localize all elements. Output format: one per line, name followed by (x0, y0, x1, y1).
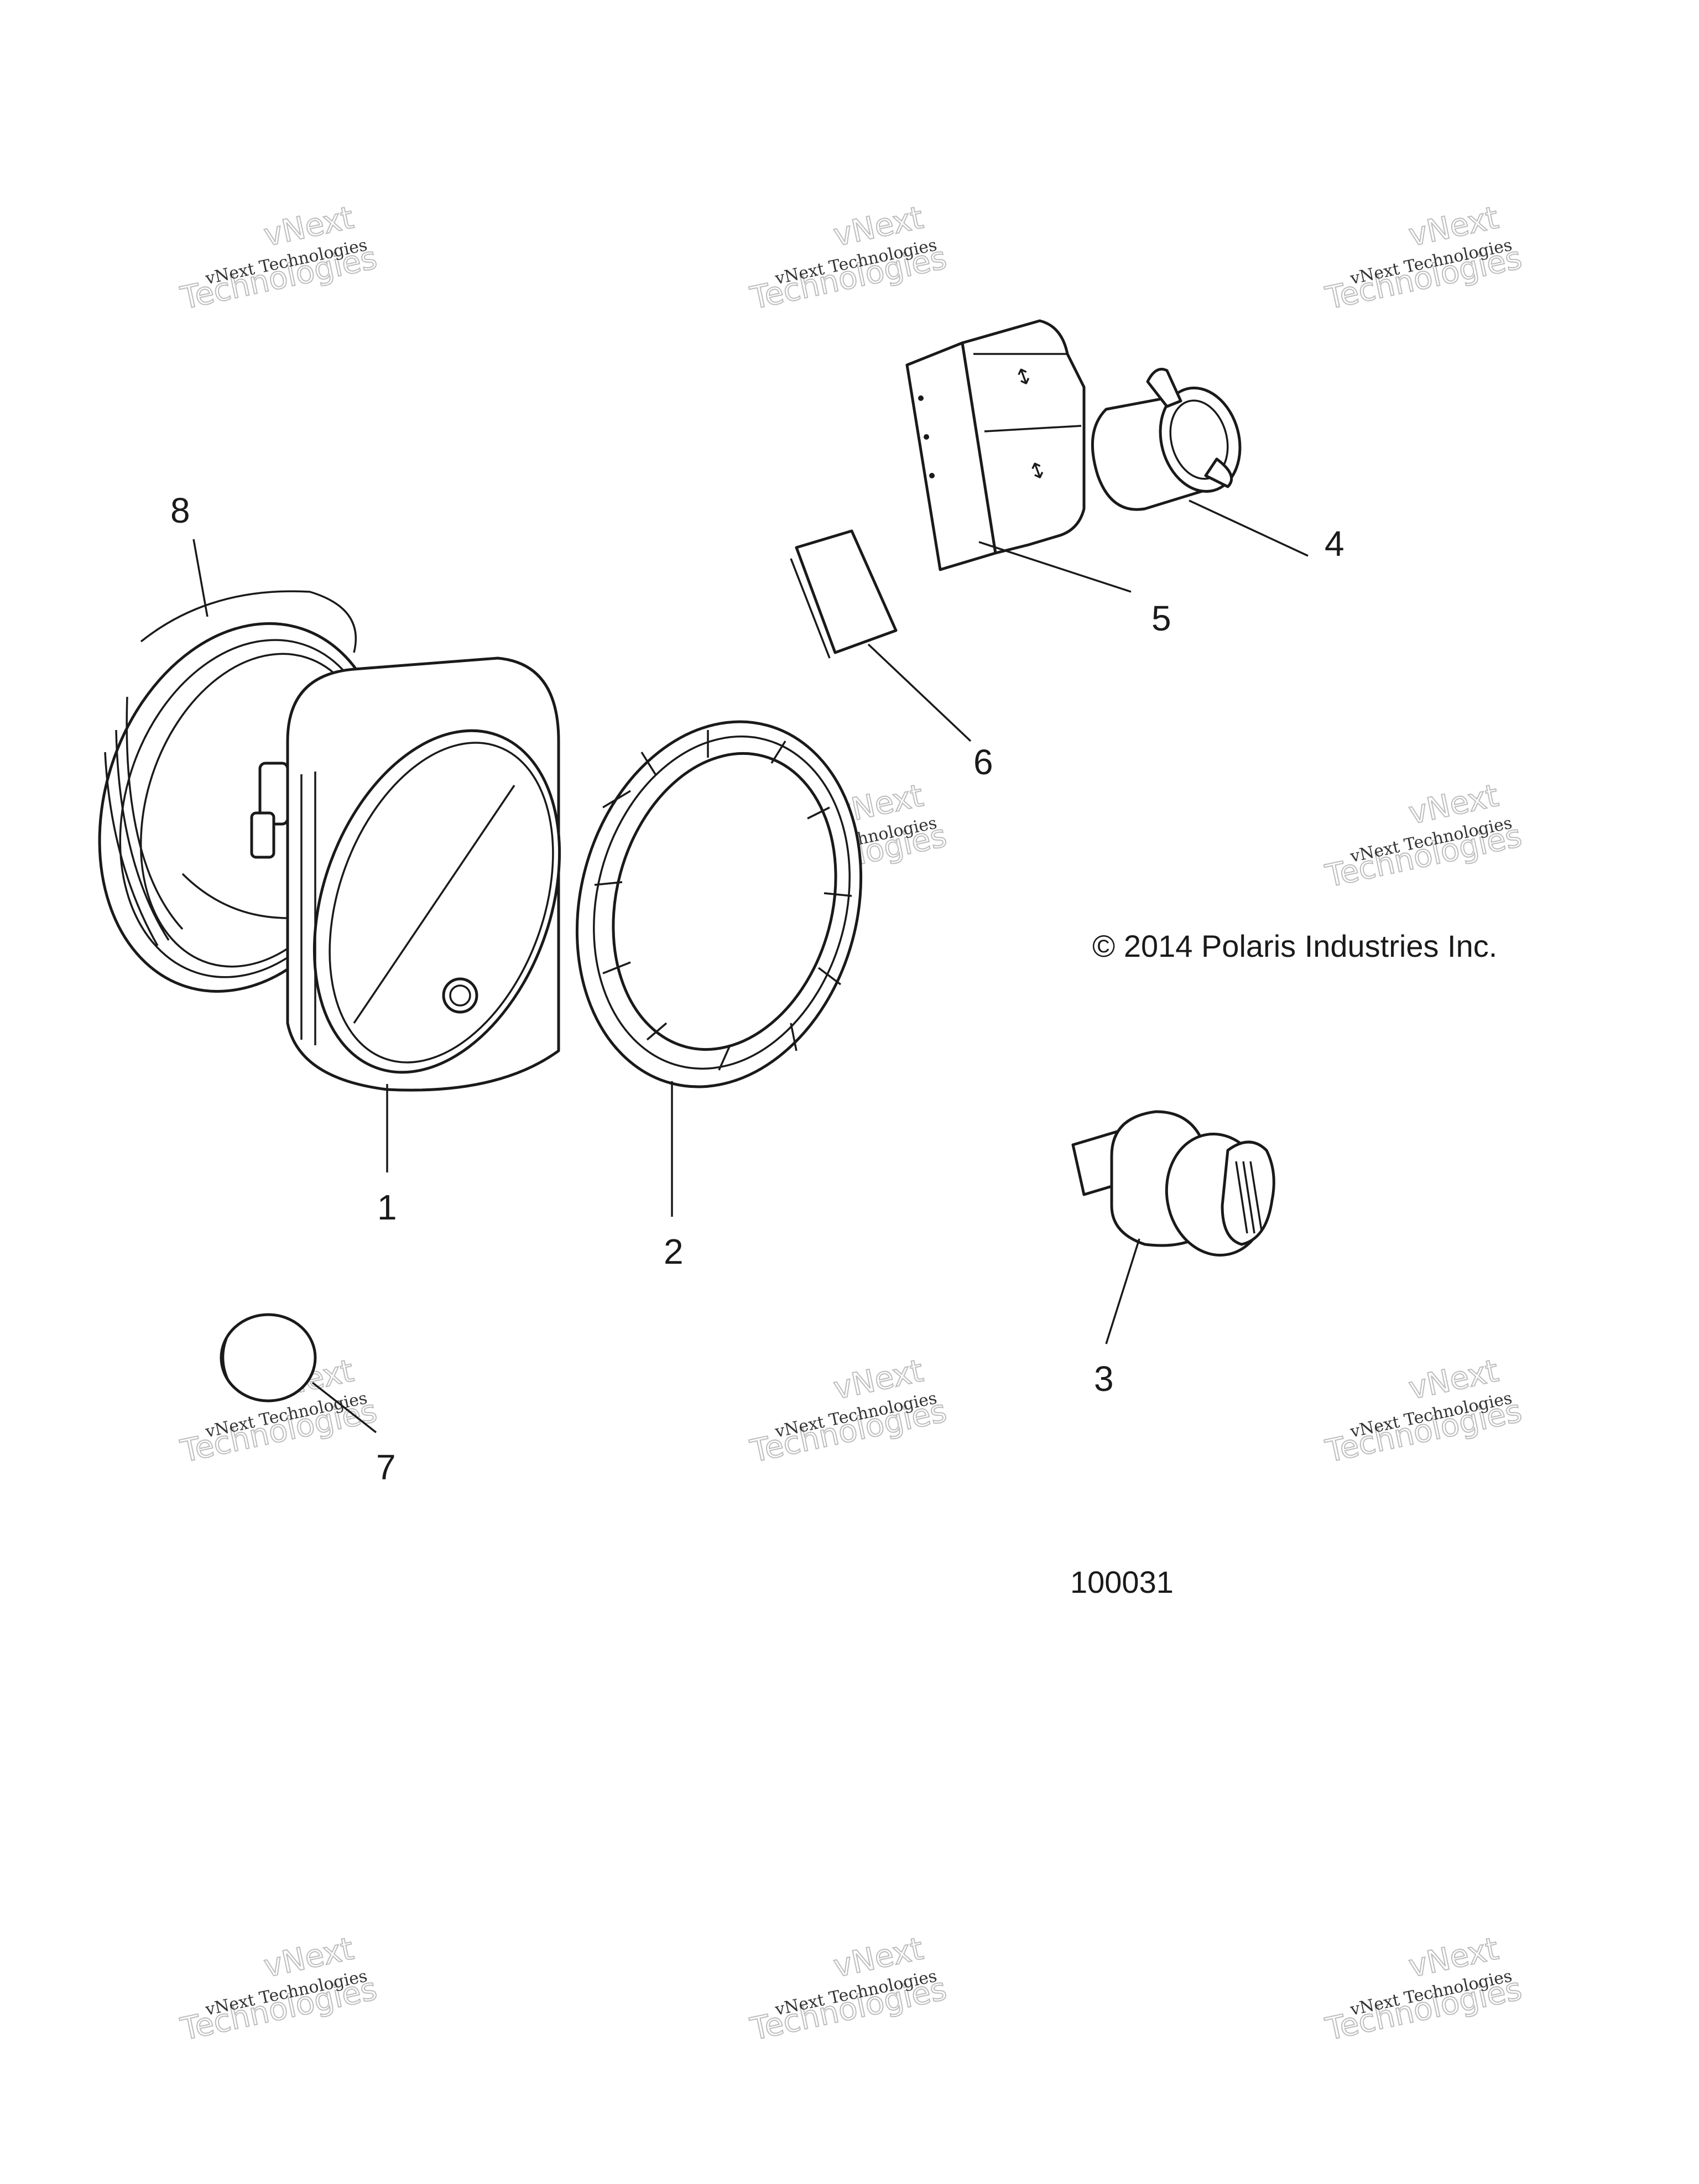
leader-lines (192, 499, 1309, 1434)
part-5-rocker-switch: ↕ ↕ (905, 319, 1086, 571)
part-7-plug (220, 1313, 317, 1403)
callout-7: 7 (376, 1447, 396, 1487)
callout-4: 4 (1325, 524, 1344, 564)
part-4-power-socket (1091, 368, 1242, 511)
callouts: 8 1 2 3 4 5 6 7 (170, 491, 1344, 1487)
part-2-bezel (575, 720, 863, 1088)
callout-5: 5 (1151, 598, 1171, 638)
callout-1: 1 (377, 1187, 397, 1227)
part-1-gauge (250, 656, 561, 1092)
part-3-ignition-switch (1071, 1110, 1275, 1257)
copyright-notice: © 2014 Polaris Industries Inc. (1092, 929, 1497, 963)
callout-6: 6 (973, 742, 993, 782)
callout-8: 8 (170, 491, 190, 530)
callout-3: 3 (1094, 1359, 1114, 1399)
callout-2: 2 (664, 1232, 684, 1271)
figure-id: 100031 (1070, 1565, 1174, 1599)
part-6-label (790, 529, 898, 659)
